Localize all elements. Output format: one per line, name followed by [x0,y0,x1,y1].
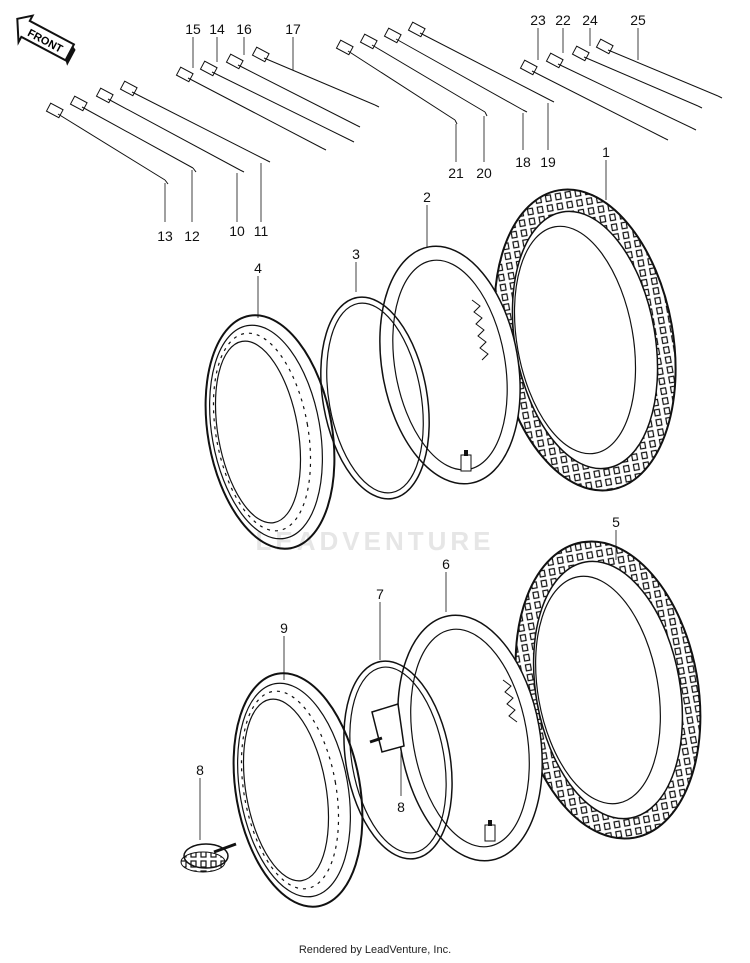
tube-2 [379,245,521,485]
callout-19: 19 [540,154,556,170]
leader-lines-right [537,28,639,60]
callout-9: 9 [280,620,288,636]
leader-lines-left [164,163,262,222]
rim-strip-7 [343,660,453,860]
callout-2: 2 [423,189,431,205]
spoke-24 [571,45,703,109]
callout-10: 10 [229,223,245,239]
spoke-21 [335,39,458,125]
callout-20: 20 [476,165,492,181]
leader-lines-rear [199,530,617,840]
rim-lock-8-mounted [369,703,405,753]
callout-14: 14 [209,21,225,37]
spoke-16 [225,53,361,128]
rim-9 [232,672,364,908]
callout-3: 3 [352,246,360,262]
spoke-12 [69,95,197,173]
callout-25: 25 [630,12,646,28]
callout-13: 13 [157,228,173,244]
spoke-14 [199,60,355,143]
watermark-text: LEADVENTURE [255,526,494,556]
leader-lines-center [192,37,294,70]
callout-8a: 8 [196,762,204,778]
callout-11: 11 [254,223,269,239]
callout-23: 23 [530,12,546,28]
valve-stem-6 [484,820,496,842]
spoke-22 [545,52,697,131]
callout-24: 24 [582,12,598,28]
spoke-group-right-center [335,21,555,125]
leader-lines-right-center [455,103,549,162]
tire-5 [514,540,702,840]
rim-strip-3 [320,296,430,500]
callout-8b: 8 [397,799,405,815]
valve-stem-2 [460,450,472,472]
callout-18: 18 [515,154,531,170]
spoke-18 [383,27,528,113]
callout-17: 17 [285,21,301,37]
spoke-23 [519,59,669,141]
spoke-group-right [519,38,723,141]
callout-22: 22 [555,12,571,28]
spoke-20 [359,33,488,117]
callout-6: 6 [442,556,450,572]
tire-1 [493,188,677,492]
callout-1: 1 [602,144,610,160]
footer-credit: Rendered by LeadVenture, Inc. [298,944,452,956]
callout-5: 5 [612,514,620,530]
spoke-17 [251,46,380,108]
spoke-10 [95,87,245,173]
rim-lock-8-loose [180,842,237,873]
callout-16: 16 [236,21,252,37]
callout-7: 7 [376,586,384,602]
callout-12: 12 [184,228,200,244]
callout-15: 15 [185,21,201,37]
rim-4 [204,314,336,550]
spoke-13 [45,102,169,185]
front-direction-badge: FRONT [16,14,76,66]
callout-21: 21 [448,165,464,181]
spoke-25 [595,38,723,99]
spoke-11 [119,80,271,163]
leader-lines-front [257,160,607,318]
spoke-group-center [175,46,380,151]
tube-6 [397,614,543,862]
callout-4: 4 [254,260,262,276]
spoke-15 [175,66,327,151]
spoke-19 [407,21,555,103]
spoke-group-left [45,80,271,185]
